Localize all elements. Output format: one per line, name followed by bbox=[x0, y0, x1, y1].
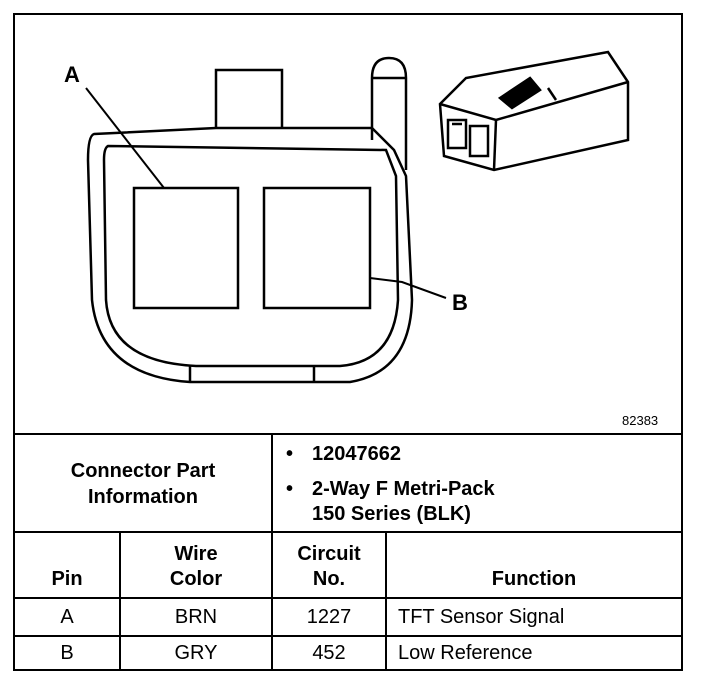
header-circuit-no: Circuit No. bbox=[272, 534, 386, 598]
header-wire-color-line2: Color bbox=[169, 568, 223, 590]
header-pin: Pin bbox=[14, 534, 120, 598]
table-grid bbox=[13, 13, 683, 671]
table-row-a-pin: A bbox=[60, 605, 74, 628]
table-row-b-pin: B bbox=[60, 641, 74, 664]
connector-part-details: • 12047662 • 2-Way F Metri-Pack 150 Seri… bbox=[272, 436, 682, 532]
info-label-line2: Information bbox=[88, 486, 198, 508]
bullet-icon: • bbox=[286, 478, 294, 500]
header-circuit-line1: Circuit bbox=[297, 543, 361, 565]
connector-part-information-label: Connector Part Information bbox=[14, 436, 272, 532]
callout-b: B bbox=[452, 290, 468, 315]
table-row-a-function: TFT Sensor Signal bbox=[398, 605, 565, 628]
figure-number: 82383 bbox=[622, 413, 658, 428]
connector-face bbox=[86, 56, 414, 384]
callout-a: A bbox=[64, 62, 80, 87]
description-line2: 150 Series (BLK) bbox=[312, 503, 471, 525]
part-number: 12047662 bbox=[312, 443, 401, 465]
header-circuit-line2: No. bbox=[312, 568, 346, 590]
header-function-text: Function bbox=[491, 568, 577, 590]
part-number-item: • 12047662 bbox=[286, 442, 682, 467]
header-wire-color-line1: Wire bbox=[174, 543, 218, 565]
description-item: • 2-Way F Metri-Pack bbox=[286, 477, 682, 502]
header-function: Function bbox=[386, 534, 682, 598]
info-label-line1: Connector Part bbox=[70, 460, 216, 482]
connector-3d-view bbox=[438, 50, 630, 172]
table-row-a-circuit: 1227 bbox=[306, 605, 352, 628]
table-row-b-circuit: 452 bbox=[312, 641, 346, 664]
leader-lines bbox=[85, 87, 447, 299]
description-line1: 2-Way F Metri-Pack bbox=[312, 478, 495, 500]
header-wire-color: Wire Color bbox=[120, 534, 272, 598]
table-row-b-function: Low Reference bbox=[398, 641, 533, 664]
header-pin-text: Pin bbox=[51, 568, 83, 590]
bullet-icon: • bbox=[286, 443, 294, 465]
table-row-a-wire-color: BRN bbox=[174, 605, 218, 628]
table-row-b-wire-color: GRY bbox=[174, 641, 218, 664]
